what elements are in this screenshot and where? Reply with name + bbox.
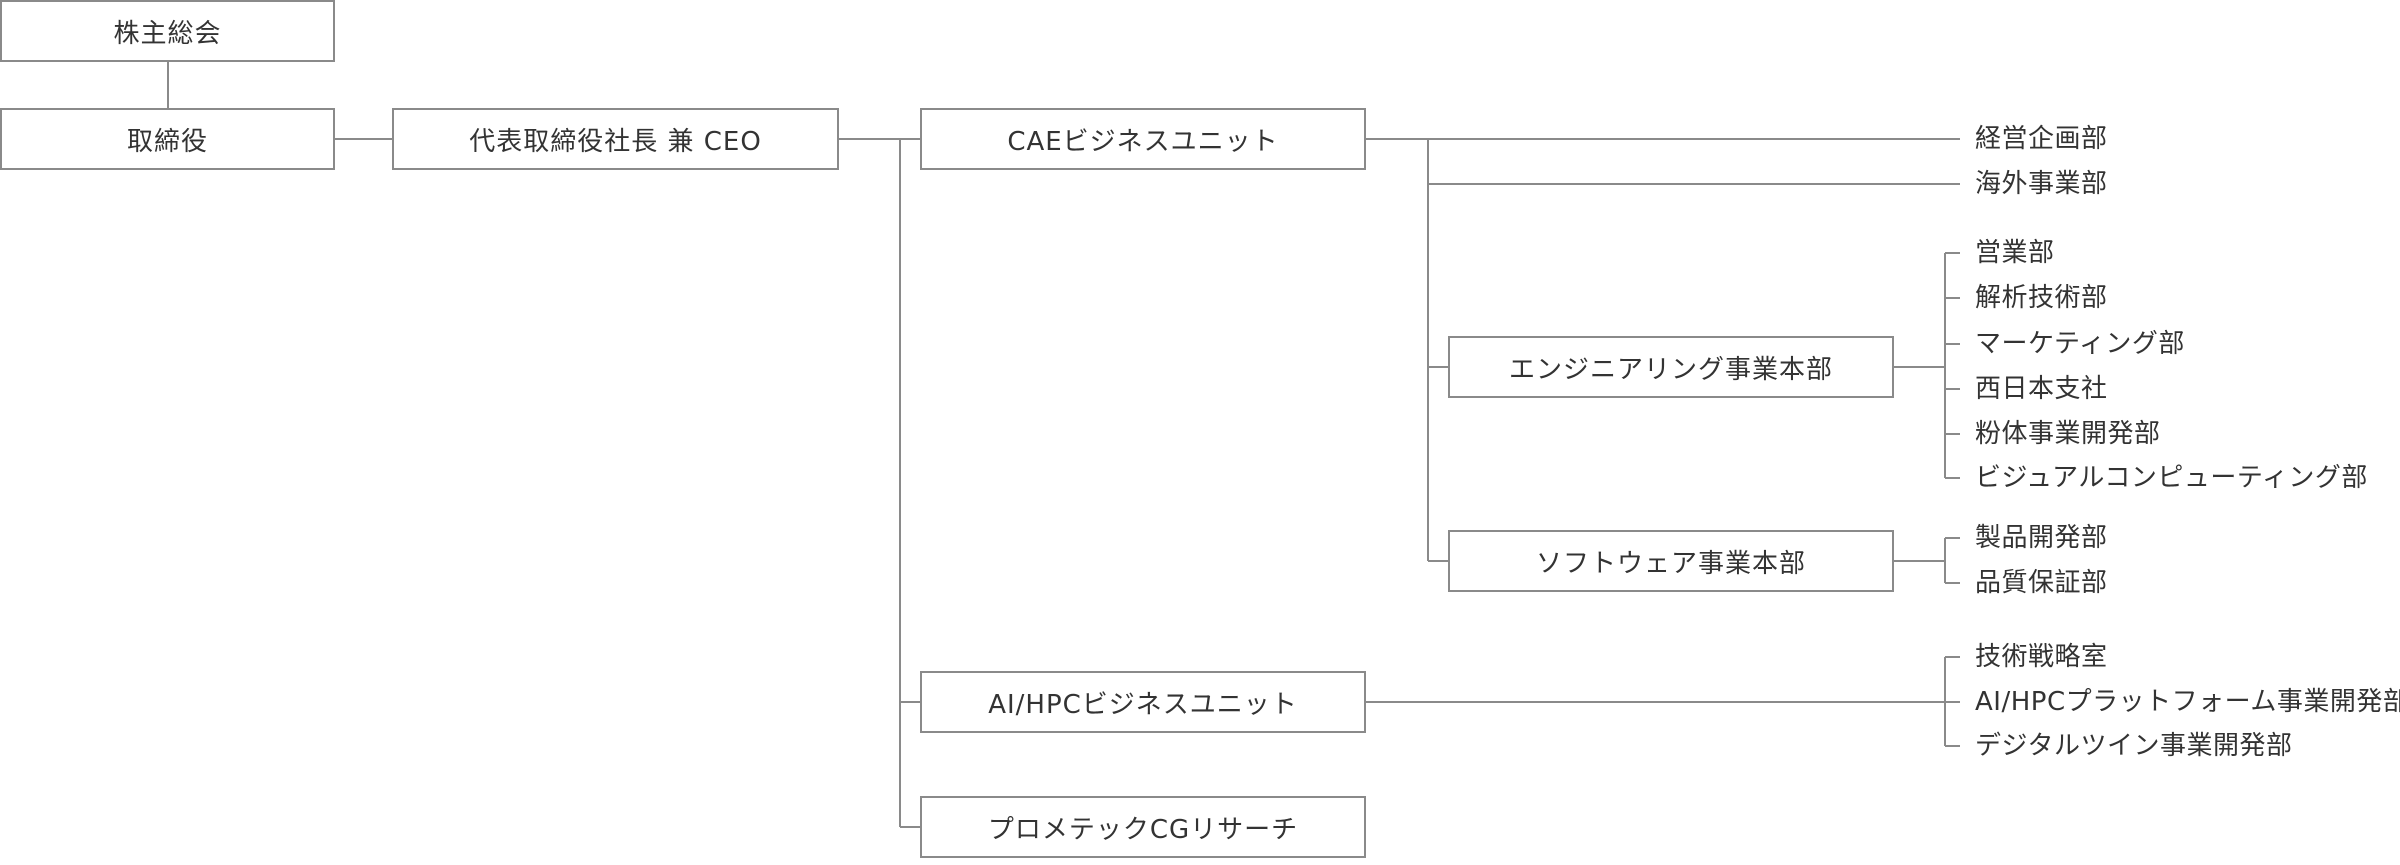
dept-kaiseki-gijutsu: 解析技術部 <box>1975 283 2108 313</box>
dept-keiei-kikaku: 経営企画部 <box>1975 124 2108 154</box>
box-shareholders: 株主総会 <box>0 0 335 62</box>
box-ceo: 代表取締役社長 兼 CEO <box>392 108 839 170</box>
box-cae-unit: CAEビジネスユニット <box>920 108 1366 170</box>
dept-gijutsu-senryaku: 技術戦略室 <box>1975 642 2108 672</box>
box-board: 取締役 <box>0 108 335 170</box>
dept-marketing: マーケティング部 <box>1975 329 2185 359</box>
dept-digital-twin: デジタルツイン事業開発部 <box>1975 731 2293 761</box>
box-engineering-hq: エンジニアリング事業本部 <box>1448 336 1894 398</box>
dept-visual-computing: ビジュアルコンピューティング部 <box>1975 463 2368 493</box>
dept-seihin-kaihatsu: 製品開発部 <box>1975 523 2108 553</box>
dept-nishinihon: 西日本支社 <box>1975 374 2108 404</box>
dept-funtai: 粉体事業開発部 <box>1975 419 2161 449</box>
dept-kaigai: 海外事業部 <box>1975 169 2108 199</box>
box-ai-hpc-unit: AI/HPCビジネスユニット <box>920 671 1366 733</box>
dept-eigyo: 営業部 <box>1975 238 2055 268</box>
dept-hinshitsu-hosho: 品質保証部 <box>1975 568 2108 598</box>
box-cg-research: プロメテックCGリサーチ <box>920 796 1366 858</box>
box-software-hq: ソフトウェア事業本部 <box>1448 530 1894 592</box>
dept-ai-hpc-platform: AI/HPCプラットフォーム事業開発部 <box>1975 687 2400 717</box>
